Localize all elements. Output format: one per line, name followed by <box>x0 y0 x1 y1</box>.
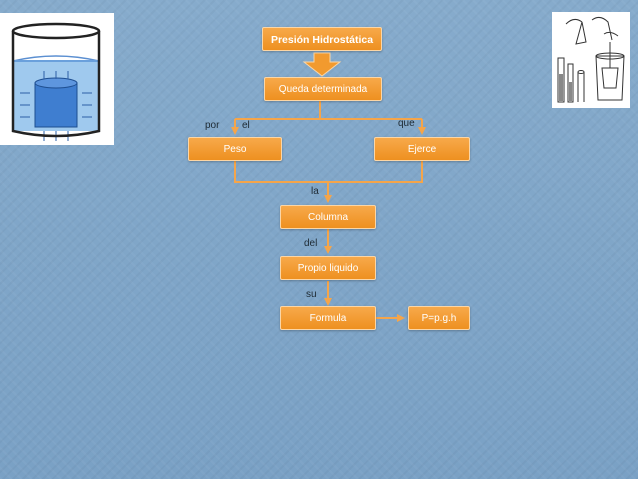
node-result-formula: P=p.g.h <box>408 306 470 330</box>
label-por: por <box>205 120 220 131</box>
node-columna: Columna <box>280 205 376 229</box>
label-su: su <box>306 289 317 300</box>
lab-apparatus-icon <box>557 16 625 103</box>
link-peso-merge <box>234 160 423 183</box>
node-formula: Formula <box>280 306 376 330</box>
node-queda-determinada: Queda determinada <box>264 77 382 101</box>
label-del: del <box>304 238 318 249</box>
apparatus-illustration <box>552 12 630 108</box>
node-ejerce: Ejerce <box>374 137 470 161</box>
label-que: que <box>398 118 415 129</box>
beaker-pressure-icon <box>11 22 101 141</box>
node-propio-liquido: Propio liquido <box>280 256 376 280</box>
node-presion-hidrostatica: Presión Hidrostática <box>262 27 382 51</box>
node-peso: Peso <box>188 137 282 161</box>
link-queda-peso <box>235 101 321 120</box>
label-el: el <box>242 120 250 131</box>
label-la: la <box>311 186 319 197</box>
main-down-arrow <box>302 52 342 77</box>
beaker-illustration <box>0 13 114 145</box>
